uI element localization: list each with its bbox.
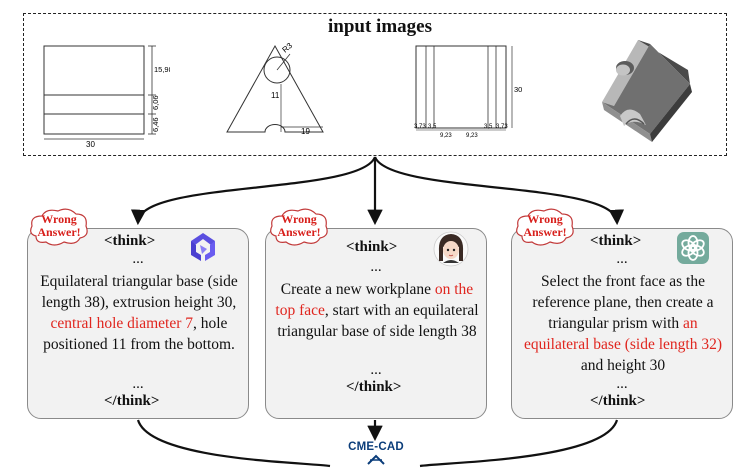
wrong-answer-cloud-3 xyxy=(516,208,574,246)
reasoning-text: Create a new workplane on the top face, … xyxy=(270,279,484,342)
dim-label-19: 19 xyxy=(301,127,310,136)
think-open-tag: <think> xyxy=(590,233,642,249)
ellipsis-bottom: ... xyxy=(132,376,144,392)
reasoning-card-openai: <think> ... Select the front face as the… xyxy=(511,228,733,419)
reasoning-card-girl-avatar: <think> ... Create a new workplane on th… xyxy=(265,228,487,419)
reasoning-text-part: and height 30 xyxy=(580,357,666,374)
think-close-tag: </think> xyxy=(590,393,646,409)
dim-label-3-5-right: 3,5 xyxy=(484,124,493,130)
reasoning-text-part: Create a new workplane xyxy=(280,281,435,298)
reasoning-text: Select the front face as the reference p… xyxy=(516,271,730,376)
reasoning-card-qwen: <think> ... Equilateral triangular base … xyxy=(27,228,249,419)
think-open-tag: <think> xyxy=(346,239,398,255)
dim-label-3-5-left: 3,5 xyxy=(428,124,437,130)
dim-label-3-73-right: 3,73 xyxy=(496,124,508,130)
wrong-answer-cloud-2 xyxy=(270,208,328,246)
think-close-tag: </think> xyxy=(346,379,402,395)
dim-label-6-06: 6,06 xyxy=(151,95,160,110)
arrow-to-card-3 xyxy=(373,156,625,226)
error-highlight-text: on the top face xyxy=(275,281,474,319)
dim-label-9-23-left: 9,23 xyxy=(440,133,452,139)
cme-cad-logo-icon xyxy=(367,454,385,465)
error-highlight-text: an equilateral base (side length 32) xyxy=(524,315,722,353)
dim-label-11: 11 xyxy=(271,91,280,100)
arrow-card-3-out xyxy=(419,419,619,468)
cad-drawing-top-view: R3 11 19 xyxy=(226,41,324,136)
dim-label-15-98: 15,98 xyxy=(154,65,170,74)
dim-label-6-46: 6,46 xyxy=(151,117,160,132)
cad-drawing-side-view: 30 3,73 3,5 9,23 9,23 3,5 3,73 xyxy=(414,45,522,139)
qwen-logo-icon xyxy=(191,233,215,261)
cad-3d-render xyxy=(602,40,692,142)
dim-label-r3: R3 xyxy=(281,41,295,55)
reasoning-text-part: Equilateral triangular base (side length… xyxy=(40,273,238,311)
reasoning-text: Equilateral triangular base (side length… xyxy=(32,271,246,355)
ellipsis-top: ... xyxy=(132,251,144,267)
cme-cad-logo: CME-CAD xyxy=(345,441,407,471)
arrow-to-card-1 xyxy=(130,156,377,226)
dim-label-9-23-right: 9,23 xyxy=(466,133,478,139)
ellipsis-top: ... xyxy=(370,259,382,275)
input-images-title: input images xyxy=(328,16,432,37)
reasoning-text-part: Select the front face as the reference p… xyxy=(532,273,714,332)
wrong-answer-cloud-1 xyxy=(30,208,88,246)
think-open-tag: <think> xyxy=(104,233,156,249)
dim-label-30-side: 30 xyxy=(514,85,522,94)
ellipsis-top: ... xyxy=(616,251,628,267)
ellipsis-bottom: ... xyxy=(616,376,628,392)
ellipsis-bottom: ... xyxy=(370,362,382,378)
think-close-tag: </think> xyxy=(104,393,160,409)
reasoning-text-part: , hole positioned 11 from the bottom. xyxy=(43,315,235,353)
girl-avatar-icon xyxy=(433,231,469,267)
arrow-card-1-out xyxy=(136,419,331,468)
cad-drawing-front-view: 15,98 6,06 6,46 30 xyxy=(43,45,170,149)
reasoning-text-part: , start with an equilateral triangular b… xyxy=(277,302,479,340)
cme-cad-logo-text: CME-CAD xyxy=(348,441,404,453)
error-highlight-text: central hole diameter 7 xyxy=(50,315,193,332)
input-images-panel xyxy=(23,13,727,156)
dim-label-30: 30 xyxy=(86,140,95,149)
dim-label-3-73-left: 3,73 xyxy=(414,124,426,130)
openai-logo-icon xyxy=(677,232,709,264)
